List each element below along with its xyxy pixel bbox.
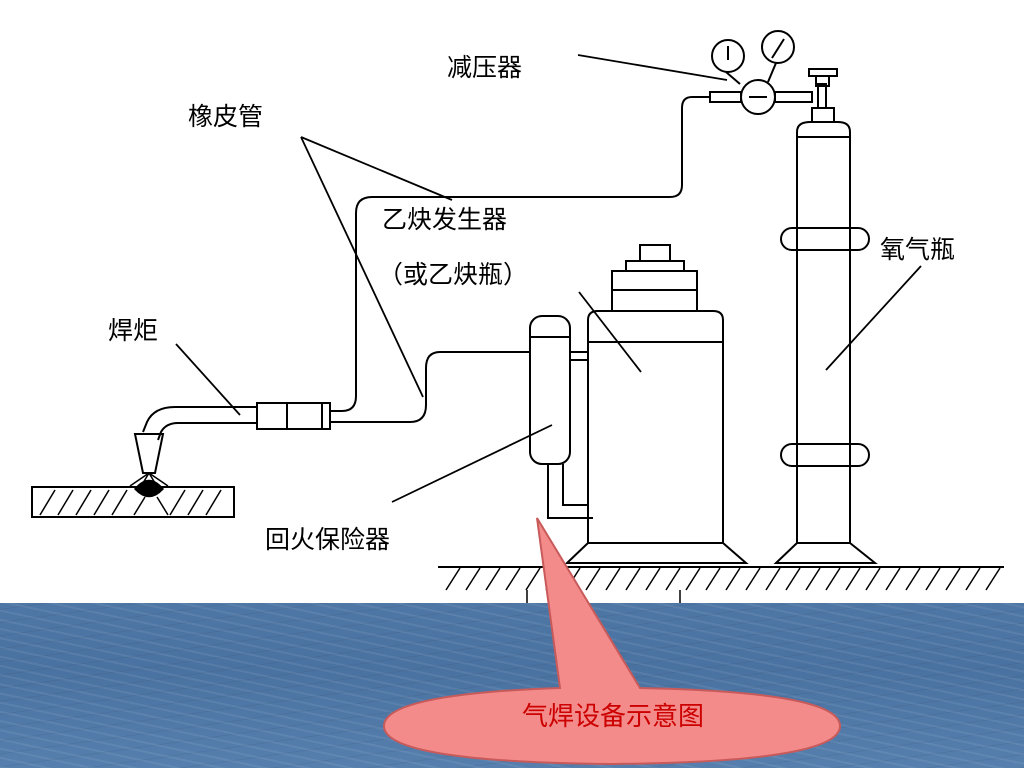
oxygen-hose [330,96,710,412]
callout-title: 气焊设备示意图 [521,702,704,732]
flame [129,472,169,498]
oxygen-cylinder [773,68,878,564]
leader-lines [175,54,922,503]
label-rubber-hose: 橡皮管 [188,102,264,131]
label-flashback-arrestor: 回火保险器 [265,525,391,554]
label-oxygen-bottle: 氧气瓶 [880,235,956,264]
workpiece [31,486,235,518]
pressure-reducer [709,30,813,115]
label-torch: 焊炬 [108,316,159,345]
label-acetylene-generator: 乙炔发生器 [382,205,508,234]
welding-torch [133,402,331,474]
acetylene-generator [564,244,749,564]
callout-shape [382,517,842,766]
label-acetylene-bottle: （或乙炔瓶） [378,260,529,289]
acetylene-hose [330,351,530,423]
label-pressure-reducer: 减压器 [447,53,523,82]
flashback-arrestor [529,315,593,519]
